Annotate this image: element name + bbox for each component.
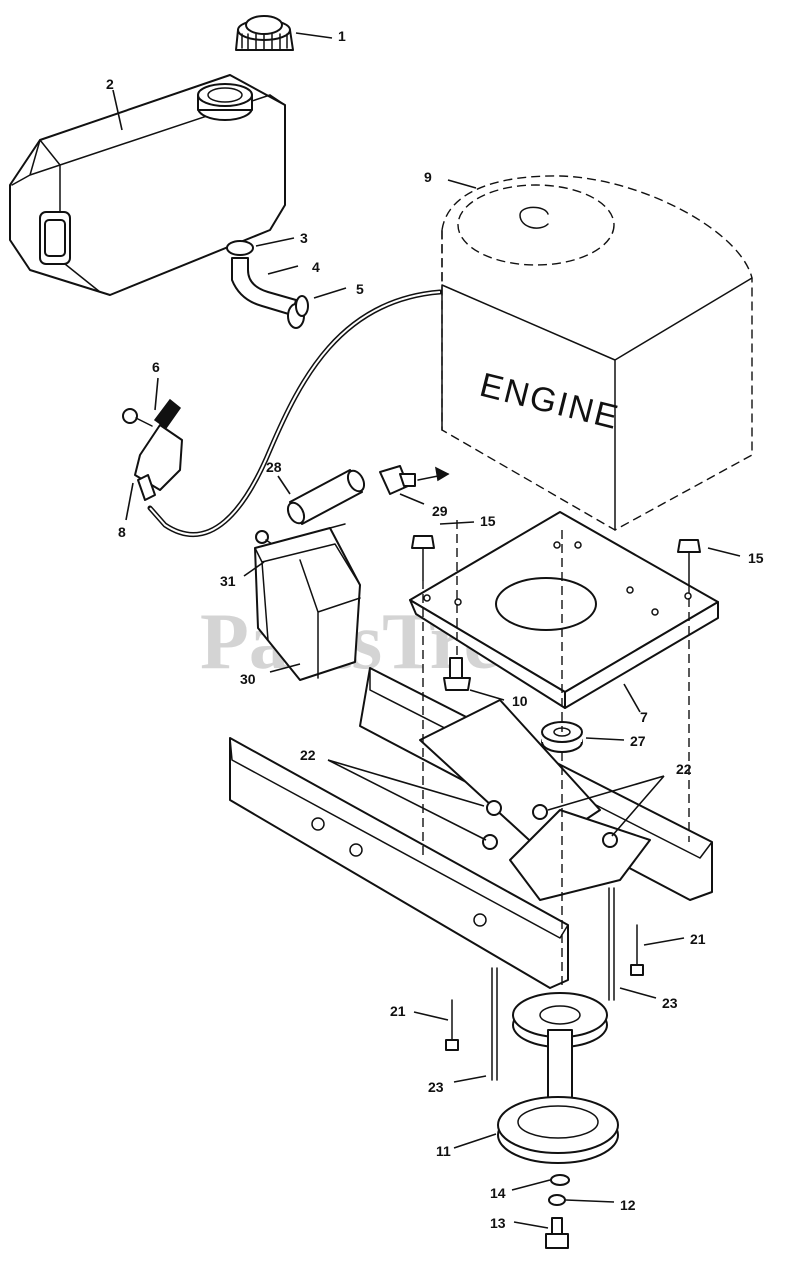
fitting-part[interactable] bbox=[379, 465, 450, 495]
callout-12[interactable]: 12 bbox=[620, 1197, 636, 1213]
bolt-part-left[interactable] bbox=[411, 535, 435, 581]
fuel-shutoff-valve-part[interactable] bbox=[122, 398, 183, 501]
callout-21-left[interactable]: 21 bbox=[390, 1003, 406, 1019]
hose-part[interactable] bbox=[285, 468, 368, 526]
callout-28[interactable]: 28 bbox=[266, 459, 282, 475]
callout-6[interactable]: 6 bbox=[152, 359, 160, 375]
callout-11[interactable]: 11 bbox=[436, 1143, 451, 1159]
callout-15-right[interactable]: 15 bbox=[748, 550, 764, 566]
leader-lines bbox=[112, 32, 741, 1229]
callout-7[interactable]: 7 bbox=[640, 709, 648, 725]
bolt-part-right[interactable] bbox=[677, 539, 701, 585]
rod-23-part[interactable] bbox=[491, 887, 615, 1081]
callout-2[interactable]: 2 bbox=[106, 76, 114, 92]
callout-10[interactable]: 10 bbox=[512, 693, 528, 709]
callout-14[interactable]: 14 bbox=[490, 1185, 506, 1201]
callout-3[interactable]: 3 bbox=[300, 230, 308, 246]
callout-9[interactable]: 9 bbox=[424, 169, 432, 185]
bottom-bolt-part[interactable] bbox=[545, 1217, 569, 1249]
callout-29[interactable]: 29 bbox=[432, 503, 448, 519]
callout-5[interactable]: 5 bbox=[356, 281, 364, 297]
callout-21-right[interactable]: 21 bbox=[690, 931, 706, 947]
callout-13[interactable]: 13 bbox=[490, 1215, 506, 1231]
callout-27[interactable]: 27 bbox=[630, 733, 646, 749]
nut-part[interactable] bbox=[482, 800, 618, 850]
callout-22-right[interactable]: 22 bbox=[676, 761, 692, 777]
mounting-plate-part[interactable] bbox=[409, 511, 719, 709]
callout-8[interactable]: 8 bbox=[118, 524, 126, 540]
pulley-part[interactable] bbox=[497, 992, 619, 1164]
shield-part[interactable] bbox=[254, 523, 361, 681]
frame-rails-part[interactable] bbox=[229, 667, 713, 989]
engine-part[interactable]: ENGINE bbox=[441, 175, 753, 531]
bushing-part[interactable] bbox=[443, 657, 471, 691]
callout-15-left[interactable]: 15 bbox=[480, 513, 496, 529]
callout-23-left[interactable]: 23 bbox=[428, 1079, 444, 1095]
washer-part[interactable] bbox=[548, 1174, 570, 1206]
engine-label: ENGINE bbox=[476, 366, 623, 437]
fuel-line-part[interactable] bbox=[226, 240, 309, 329]
callout-1[interactable]: 1 bbox=[338, 28, 346, 44]
callout-22-left[interactable]: 22 bbox=[300, 747, 316, 763]
callout-31[interactable]: 31 bbox=[220, 573, 236, 589]
bolt-21-part[interactable] bbox=[445, 924, 644, 1051]
callout-labels: 1 2 3 4 5 6 8 9 28 29 15 15 31 30 10 7 2… bbox=[106, 28, 764, 1231]
callout-23-right[interactable]: 23 bbox=[662, 995, 678, 1011]
fuel-cap-part[interactable] bbox=[235, 15, 294, 51]
callout-30[interactable]: 30 bbox=[240, 671, 256, 687]
callout-4[interactable]: 4 bbox=[312, 259, 320, 275]
fuel-tank-part[interactable] bbox=[9, 74, 286, 296]
